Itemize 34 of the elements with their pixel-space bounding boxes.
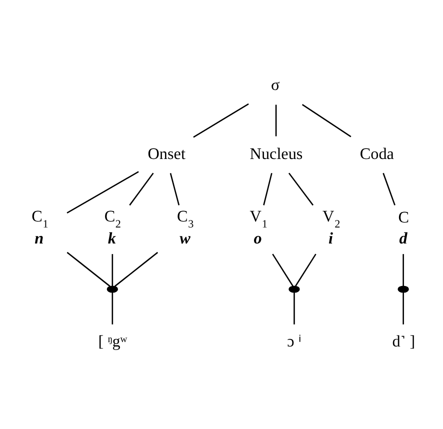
connector: [288, 172, 314, 206]
connector: [66, 252, 110, 287]
connector: [402, 254, 404, 286]
connector: [272, 254, 294, 286]
connector: [402, 292, 404, 324]
connector: [66, 171, 139, 214]
connector: [275, 104, 277, 136]
node-text: σ: [270, 77, 280, 94]
connector: [114, 252, 158, 287]
node-text: Nucleus: [250, 146, 303, 163]
node-text: V$_{1}$ o: [250, 208, 268, 248]
node-circle: [398, 286, 409, 293]
node-text: C$_{3}$ w: [177, 208, 194, 248]
node-text: C$_{1}$ n: [32, 208, 48, 248]
connector: [129, 172, 154, 206]
connector: [382, 172, 396, 206]
connector: [193, 103, 249, 138]
connector: [294, 292, 295, 324]
node-text: d˺ ]: [392, 334, 416, 351]
node-text: C$_{2}$ k: [104, 208, 122, 248]
node-text: [ ᵑgʷ: [98, 334, 128, 351]
connector: [112, 292, 114, 324]
connector: [263, 172, 272, 206]
node-text: C d: [398, 209, 410, 248]
node-text: V$_{2}$ i: [322, 208, 340, 248]
connector: [112, 254, 114, 286]
connector: [294, 254, 316, 286]
node-text: ɔ ⁱ: [287, 334, 302, 351]
node-text: Coda: [360, 146, 394, 163]
connector: [170, 172, 180, 206]
connector: [302, 104, 352, 138]
node-text: Onset: [148, 146, 186, 163]
node-circle: [288, 286, 300, 293]
node-circle: [106, 286, 118, 293]
